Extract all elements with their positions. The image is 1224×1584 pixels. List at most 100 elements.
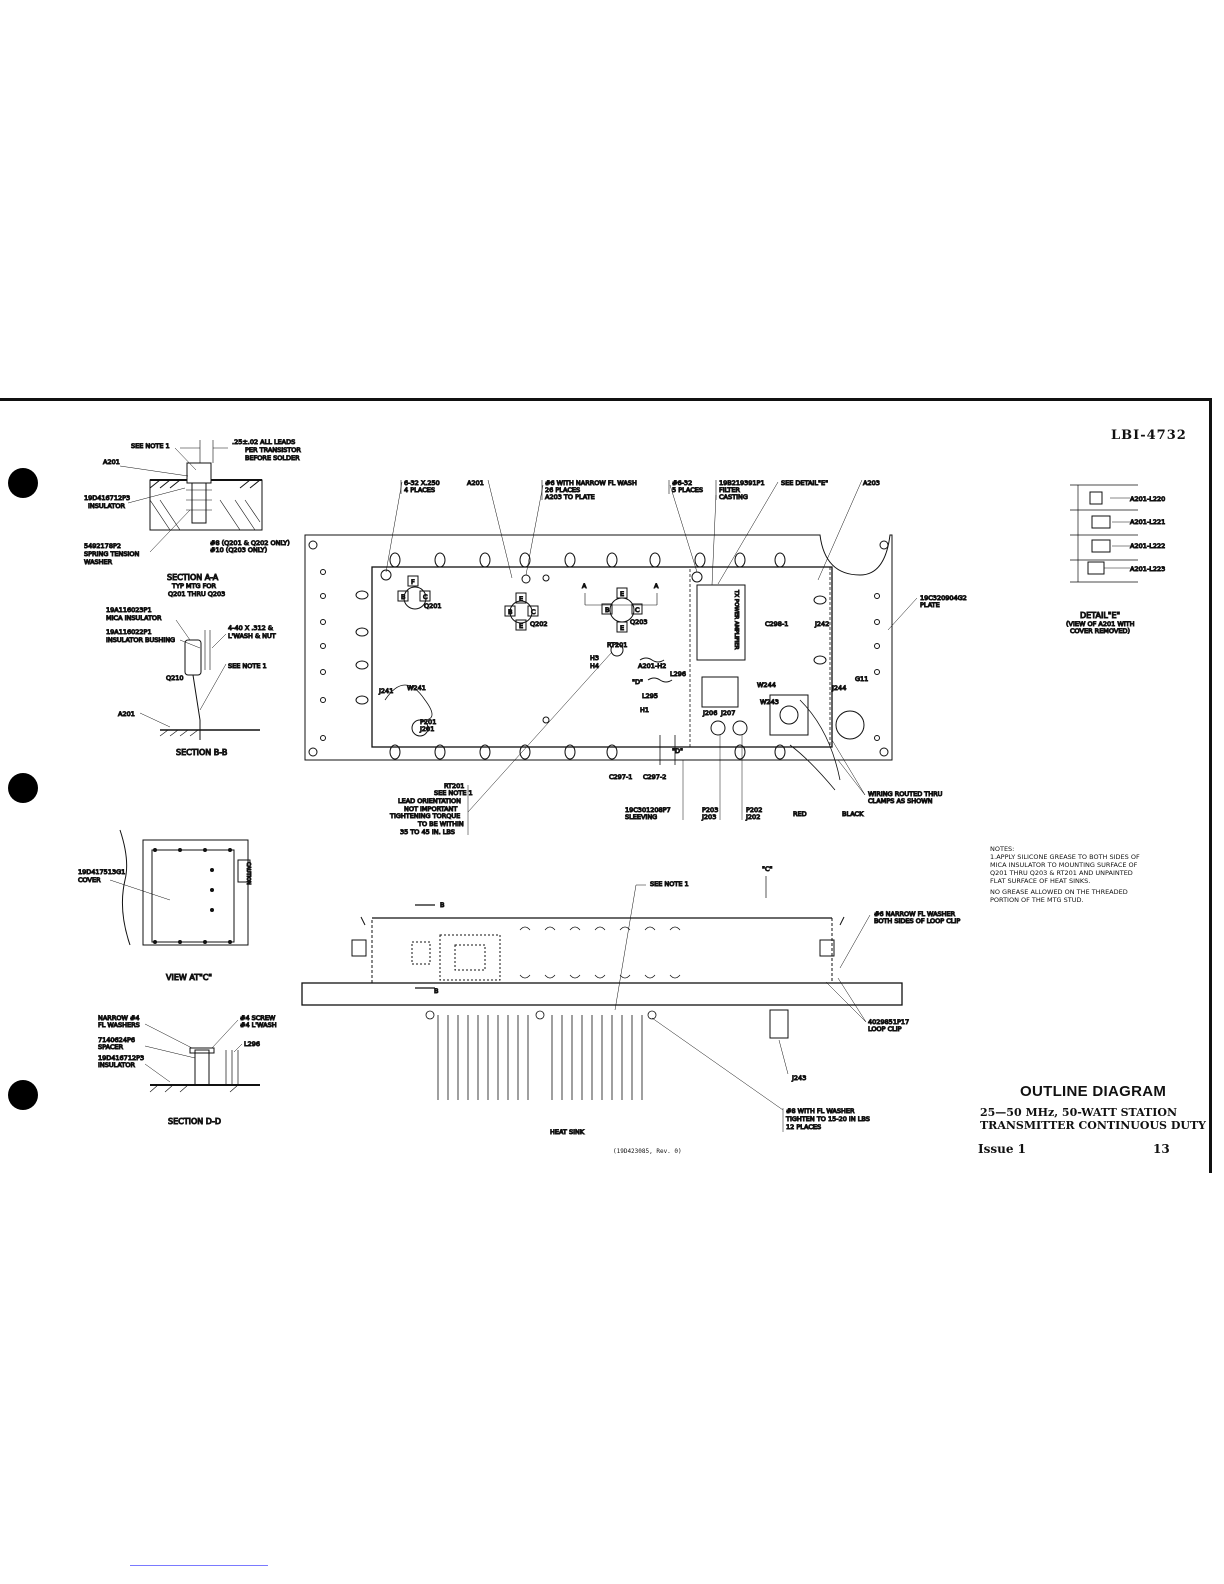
sleeving-pn: 19C301208P7 xyxy=(625,806,671,814)
q202-c: C xyxy=(531,608,536,616)
label-c297-1: C297-1 xyxy=(609,773,632,781)
callout-casting: CASTING xyxy=(719,493,748,501)
label-w243: W243 xyxy=(760,698,779,706)
q202-b: B xyxy=(508,608,512,616)
callout-632: #6-32 xyxy=(672,479,692,487)
section-dd-insulator: INSULATOR xyxy=(98,1061,135,1069)
page-right-border xyxy=(1209,398,1212,1173)
label-p203: P203 xyxy=(702,806,718,814)
screw-a-icon xyxy=(380,569,392,581)
label-j244: J244 xyxy=(831,684,846,692)
q201-label: Q201 xyxy=(424,602,442,610)
view-at-c: CAUTION 19D417513G1 COVER VIEW AT"C" xyxy=(78,829,252,983)
section-aa-screw2: #10 (Q203 ONLY) xyxy=(210,546,267,554)
detail-e-sub2: COVER REMOVED) xyxy=(1070,627,1130,635)
wire-red: RED xyxy=(793,810,807,818)
label-p201: P201 xyxy=(420,718,436,726)
wire-black: BLACK xyxy=(842,810,864,818)
tx-power-amplifier xyxy=(696,584,746,661)
q202-e1: E xyxy=(519,595,523,603)
transistor-q203: E B C E Q203 A A xyxy=(582,582,660,633)
label-w244: W244 xyxy=(757,681,776,689)
section-aa-dim: .25±.02 ALL LEADS xyxy=(232,438,295,446)
page-number: 13 xyxy=(1153,1142,1170,1156)
side-washer-note-2: BOTH SIDES OF LOOP CLIP xyxy=(874,917,960,925)
section-bb-q210: Q210 xyxy=(166,674,184,682)
filter-block xyxy=(701,676,739,708)
binder-hole xyxy=(8,468,38,498)
note-1: 1.APPLY SILICONE GREASE TO BOTH SIDES OF… xyxy=(990,853,1140,885)
q203-e1: E xyxy=(620,590,624,598)
subtitle-line-1: 25—50 MHz, 50-WATT STATION xyxy=(980,1106,1178,1119)
screw-d-icon xyxy=(691,571,703,583)
label-j201: J201 xyxy=(419,725,434,733)
torque-note-1: #8 WITH FL WASHER xyxy=(786,1107,855,1115)
section-dd-caption: SECTION D-D xyxy=(168,1117,221,1126)
section-aa: SEE NOTE 1 A201 .25±.02 ALL LEADS PER TR… xyxy=(84,438,302,599)
section-aa-a201: A201 xyxy=(103,458,120,466)
section-dd-spacer-pn: 7140624P6 xyxy=(98,1036,135,1044)
rt201-note-7: 35 TO 45 IN. LBS xyxy=(400,828,455,836)
detail-e-l223: A201-L223 xyxy=(1130,565,1165,573)
section-aa-sub1: TYP MTG FOR xyxy=(171,582,216,590)
edge-slots xyxy=(355,552,827,760)
section-bb-caption: SECTION B-B xyxy=(176,748,227,757)
section-bb-bush: INSULATOR BUSHING xyxy=(106,636,175,644)
connector-j243-side xyxy=(769,1009,789,1039)
side-see-note: SEE NOTE 1 xyxy=(650,880,689,888)
callout-filter-pn: 19B219391P1 xyxy=(719,479,765,487)
coil-l295 xyxy=(647,677,673,683)
callout-washer-target: A203 TO PLATE xyxy=(545,493,595,501)
section-aa-caption: SECTION A-A xyxy=(167,573,219,582)
section-bb-bush-pn: 19A116022P1 xyxy=(106,628,152,636)
section-b-marker-top: B xyxy=(440,901,444,909)
callout-washer-qty: 26 PLACES xyxy=(545,486,580,494)
heat-sink-fins xyxy=(425,1010,657,1100)
q203-b: B xyxy=(605,606,609,614)
view-c-cover: COVER xyxy=(78,876,101,884)
section-dd-insulator-pn: 19D416712P3 xyxy=(98,1054,144,1062)
torque-note-3: 12 PLACES xyxy=(786,1123,821,1131)
label-p202: P202 xyxy=(746,806,762,814)
section-aa-washer: SPRING TENSION xyxy=(84,550,140,558)
label-a201-h2: A201-H2 xyxy=(638,662,666,670)
screw-c-icon xyxy=(542,574,550,582)
label-d-marker: "D" xyxy=(632,678,643,686)
view-c-caution: CAUTION xyxy=(245,862,251,885)
binder-hole xyxy=(8,1080,38,1110)
callout-632-qty: 5 PLACES xyxy=(672,486,703,494)
label-h3: H3 xyxy=(590,654,599,662)
issue-number: Issue 1 xyxy=(978,1142,1027,1156)
connector-g11 xyxy=(835,710,865,740)
subtitle-line-2: TRANSMITTER CONTINUOUS DUTY xyxy=(980,1119,1207,1132)
cable-w241 xyxy=(384,684,433,721)
label-j243: J243 xyxy=(791,1074,806,1082)
section-aa-insulator: INSULATOR xyxy=(88,502,125,510)
label-h4: H4 xyxy=(590,662,599,670)
rt201-note-5: TIGHTENING TORQUE xyxy=(389,812,460,820)
diagram-subtitle: 25—50 MHz, 50-WATT STATION TRANSMITTER C… xyxy=(980,1106,1206,1132)
transistor-q201: F B C Q201 xyxy=(397,575,442,611)
label-c298: C298-1 xyxy=(765,620,788,628)
sleeving-label: SLEEVING xyxy=(625,813,657,821)
label-rt201: RT201 xyxy=(607,641,627,649)
callout-plate-pn: 19C320904G2 xyxy=(920,594,967,602)
rt201-note-3: LEAD ORIENTATION xyxy=(398,797,461,805)
section-bb-mica: MICA INSULATOR xyxy=(106,614,162,622)
torque-note-2: TIGHTEN TO 15-20 IN LBS xyxy=(785,1115,870,1123)
label-j242: J242 xyxy=(814,620,829,628)
rt201-note-6: TO BE WITHIN xyxy=(417,820,464,828)
wiring-note-2: CLAMPS AS SHOWN xyxy=(868,797,933,805)
section-aa-washer-pn: 5492178P2 xyxy=(84,542,121,550)
tx-pa-label: TX POWER AMPLIFIER xyxy=(733,589,739,650)
rt201-note-1: RT201 xyxy=(444,782,464,790)
connector-j243 xyxy=(779,705,799,725)
view-c-cover-pn: 19D417513G1 xyxy=(78,868,125,876)
notes-block: NOTES: 1.APPLY SILICONE GREASE TO BOTH S… xyxy=(990,845,1140,904)
detail-e-l221: A201-L221 xyxy=(1130,518,1165,526)
detail-e-caption: DETAIL"E" xyxy=(1080,611,1120,620)
coil-l296 xyxy=(639,657,665,663)
callout-filter: FILTER xyxy=(719,486,740,494)
label-h1: H1 xyxy=(640,706,649,714)
